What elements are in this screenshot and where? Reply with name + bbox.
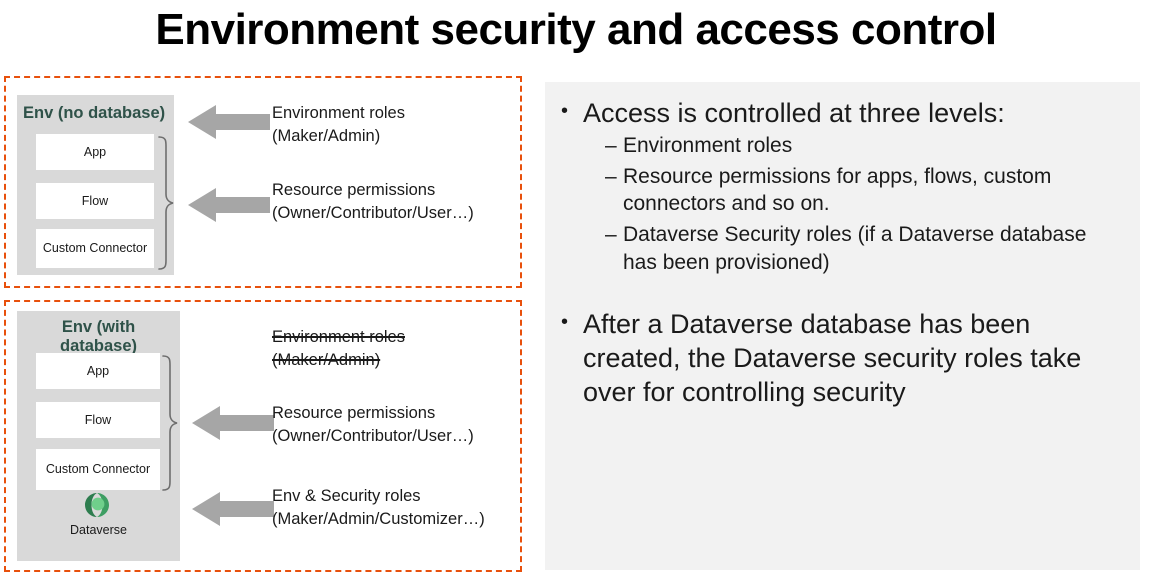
sub-bullet-text: Dataverse Security roles (if a Dataverse… (623, 223, 1087, 274)
env-title-line-1: Env (with (61, 318, 136, 336)
dataverse-icon (83, 491, 111, 519)
sub-bullet-marker: – (605, 223, 617, 247)
env-no-database-group (4, 76, 522, 288)
resource-box-custom-connector: Custom Connector (36, 229, 154, 268)
bullet-marker: • (561, 100, 569, 122)
callout-line-1: Resource permissions (272, 404, 436, 422)
callout-env-and-security-roles: Env & Security roles (Maker/Admin/Custom… (272, 485, 485, 532)
arrow-left-icon (188, 102, 270, 142)
env-with-database-group (4, 300, 522, 572)
resource-label: Flow (81, 193, 109, 208)
arrow-left-icon (192, 489, 274, 529)
env-no-database-title: Env (no database) (23, 104, 166, 122)
callout-line-2: (Maker/Admin) (272, 351, 381, 370)
bullet-after-dataverse-created: • After a Dataverse database has been cr… (561, 307, 1120, 409)
content-panel: • Access is controlled at three levels: … (545, 82, 1140, 570)
sub-bullet-text: Resource permissions for apps, flows, cu… (623, 164, 1052, 216)
env-title-line-2: database) (59, 337, 138, 356)
curly-brace-icon (160, 355, 178, 491)
sub-bullet-environment-roles: – Environment roles (605, 132, 1120, 160)
callout-resource-permissions: Resource permissions (Owner/Contributor/… (272, 179, 474, 226)
bullet-text: After a Dataverse database has been crea… (583, 308, 1082, 407)
arrow-left-icon (192, 403, 274, 443)
bullet-text: Access is controlled at three levels: (583, 98, 1005, 128)
sub-bullet-marker: – (605, 164, 617, 188)
callout-line-2: (Maker/Admin) (272, 127, 381, 146)
dataverse-label: Dataverse (70, 523, 127, 537)
resource-box-flow: Flow (36, 402, 160, 438)
sub-bullet-resource-permissions: – Resource permissions for apps, flows, … (605, 163, 1120, 218)
page-title: Environment security and access control (155, 5, 997, 54)
resource-label: App (86, 363, 110, 378)
resource-label: Custom Connector (42, 241, 148, 256)
resource-label: Flow (84, 412, 112, 427)
callout-resource-permissions: Resource permissions (Owner/Contributor/… (272, 402, 474, 449)
sub-bullet-marker: – (605, 134, 617, 158)
callout-line-1: Env & Security roles (272, 487, 421, 505)
resource-box-app: App (36, 353, 160, 389)
callout-line-1: Environment roles (272, 104, 405, 122)
callout-line-2: (Owner/Contributor/User…) (272, 427, 474, 446)
arrow-left-icon (188, 185, 270, 225)
callout-environment-roles-struck: Environment roles (Maker/Admin) (272, 326, 405, 373)
resource-label: App (83, 144, 107, 159)
callout-line-2: (Owner/Contributor/User…) (272, 204, 474, 223)
bullet-marker: • (561, 310, 569, 333)
callout-line-2: (Maker/Admin/Customizer…) (272, 510, 485, 529)
sub-bullet-dataverse-security-roles: – Dataverse Security roles (if a Dataver… (605, 221, 1120, 276)
sub-bullet-text: Environment roles (623, 134, 793, 158)
env-with-database-title: Env (with database) (17, 318, 180, 357)
resource-box-custom-connector: Custom Connector (36, 449, 160, 490)
callout-line-1: Resource permissions (272, 181, 436, 199)
callout-environment-roles: Environment roles (Maker/Admin) (272, 102, 405, 149)
bullet-access-levels: • Access is controlled at three levels: (561, 96, 1120, 130)
curly-brace-icon (156, 136, 174, 270)
callout-line-1: Environment roles (272, 328, 405, 346)
resource-box-app: App (36, 134, 154, 170)
resource-box-flow: Flow (36, 183, 154, 219)
resource-label: Custom Connector (45, 462, 151, 477)
